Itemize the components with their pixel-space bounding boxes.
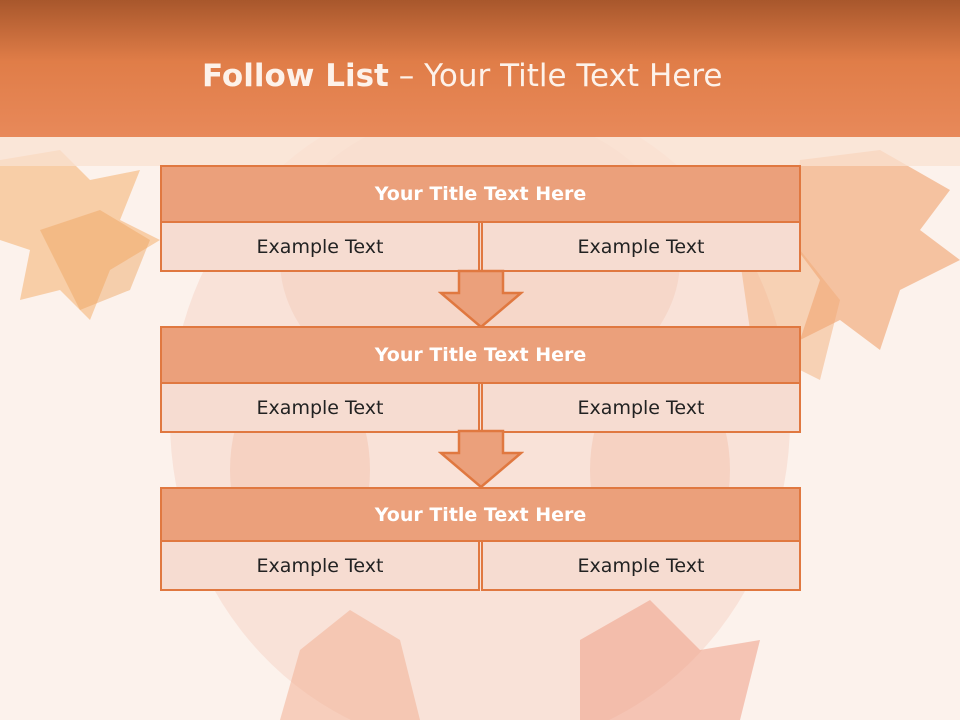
down-arrow-icon bbox=[438, 429, 524, 489]
slide-title-rest: – Your Title Text Here bbox=[388, 58, 723, 94]
down-arrow-icon bbox=[438, 269, 524, 329]
step-2-title: Your Title Text Here bbox=[160, 326, 801, 384]
step-3-left-text: Example Text bbox=[160, 540, 480, 591]
step-2-left-text: Example Text bbox=[160, 382, 480, 433]
title-banner-strip bbox=[0, 137, 960, 166]
step-3-right-text: Example Text bbox=[481, 540, 801, 591]
title-banner bbox=[0, 0, 960, 137]
step-1-title: Your Title Text Here bbox=[160, 165, 801, 223]
step-2-right-text: Example Text bbox=[481, 382, 801, 433]
step-1-right-text: Example Text bbox=[481, 221, 801, 272]
step-1-left-text: Example Text bbox=[160, 221, 480, 272]
slide-title-bold: Follow List bbox=[202, 58, 389, 94]
step-3-title: Your Title Text Here bbox=[160, 487, 801, 542]
slide-title: Follow List – Your Title Text Here bbox=[202, 56, 722, 96]
